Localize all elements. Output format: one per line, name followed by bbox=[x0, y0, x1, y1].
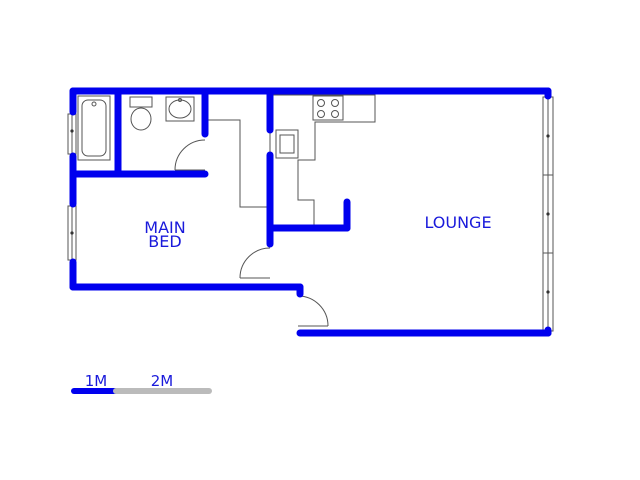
walls bbox=[69, 87, 552, 337]
bathroom-door bbox=[174, 139, 206, 171]
room-label-main-bed-line2: BED bbox=[148, 232, 181, 251]
toilet bbox=[129, 96, 153, 131]
doors bbox=[174, 139, 329, 327]
scale-label-1m: 1M bbox=[85, 372, 108, 390]
window-markers bbox=[70, 129, 550, 294]
kitchen-sink bbox=[275, 129, 299, 159]
room-label-lounge: LOUNGE bbox=[424, 213, 491, 232]
scale-label-2m: 2M bbox=[151, 372, 174, 390]
room-label-main-bed-line1: MAIN bbox=[144, 218, 185, 237]
entrance-door bbox=[297, 295, 329, 327]
bedroom-door bbox=[239, 247, 271, 279]
scale-bar: 1M 2M bbox=[71, 372, 212, 394]
stove bbox=[312, 95, 344, 121]
basin bbox=[165, 96, 195, 122]
bathtub bbox=[77, 95, 111, 161]
